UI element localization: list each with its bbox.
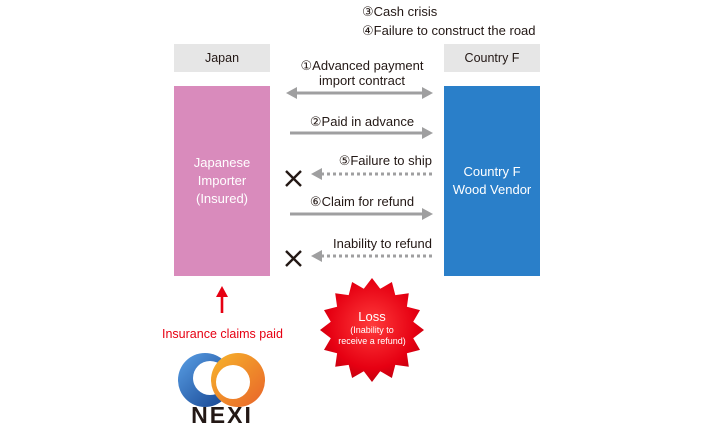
insurance-claims-paid-label: Insurance claims paid bbox=[162, 327, 283, 341]
failure-to-ship-label: ⑤Failure to ship bbox=[338, 153, 432, 168]
advanced-payment-label: ①Advanced payment import contract bbox=[287, 58, 437, 88]
paid-in-advance-arrow bbox=[290, 127, 433, 139]
paid-in-advance-label: ②Paid in advance bbox=[309, 114, 415, 129]
loss-line-2: receive a refund) bbox=[338, 336, 406, 346]
loss-title: Loss bbox=[358, 309, 386, 324]
nexi-logo-icon bbox=[177, 353, 265, 407]
inability-to-refund-arrow bbox=[311, 250, 432, 262]
claim-for-refund-arrow bbox=[290, 208, 433, 220]
advanced-payment-line-2: import contract bbox=[319, 73, 405, 88]
importer-line-1: Japanese bbox=[193, 155, 251, 170]
loss-line-1: (Inability to bbox=[350, 325, 394, 335]
loss-label: Loss (Inability to receive a refund) bbox=[312, 309, 432, 347]
cross-icon bbox=[285, 170, 302, 187]
japanese-importer-box: Japanese Importer (Insured) bbox=[174, 86, 270, 276]
wood-vendor-box: Country F Wood Vendor bbox=[444, 86, 540, 276]
country-f-label: Country F bbox=[444, 44, 540, 72]
cross-icon bbox=[285, 250, 302, 267]
advanced-payment-line-1: ①Advanced payment bbox=[300, 58, 424, 73]
nexi-wordmark: NEXI bbox=[191, 402, 253, 428]
loss-burst-shape bbox=[320, 278, 424, 382]
claim-for-refund-label: ⑥Claim for refund bbox=[309, 194, 415, 209]
cash-crisis-note: ③Cash crisis bbox=[362, 4, 438, 19]
failure-to-ship-arrow bbox=[311, 168, 432, 180]
vendor-line-1: Country F bbox=[463, 164, 521, 179]
importer-line-2: Importer bbox=[197, 173, 247, 188]
claims-paid-up-arrow bbox=[216, 286, 228, 313]
japan-label: Japan bbox=[174, 44, 270, 72]
vendor-line-2: Wood Vendor bbox=[452, 182, 532, 197]
failure-road-note: ④Failure to construct the road bbox=[362, 23, 536, 38]
importer-line-3: (Insured) bbox=[195, 191, 249, 206]
advanced-payment-arrow bbox=[286, 87, 433, 99]
inability-to-refund-label: Inability to refund bbox=[332, 236, 432, 251]
